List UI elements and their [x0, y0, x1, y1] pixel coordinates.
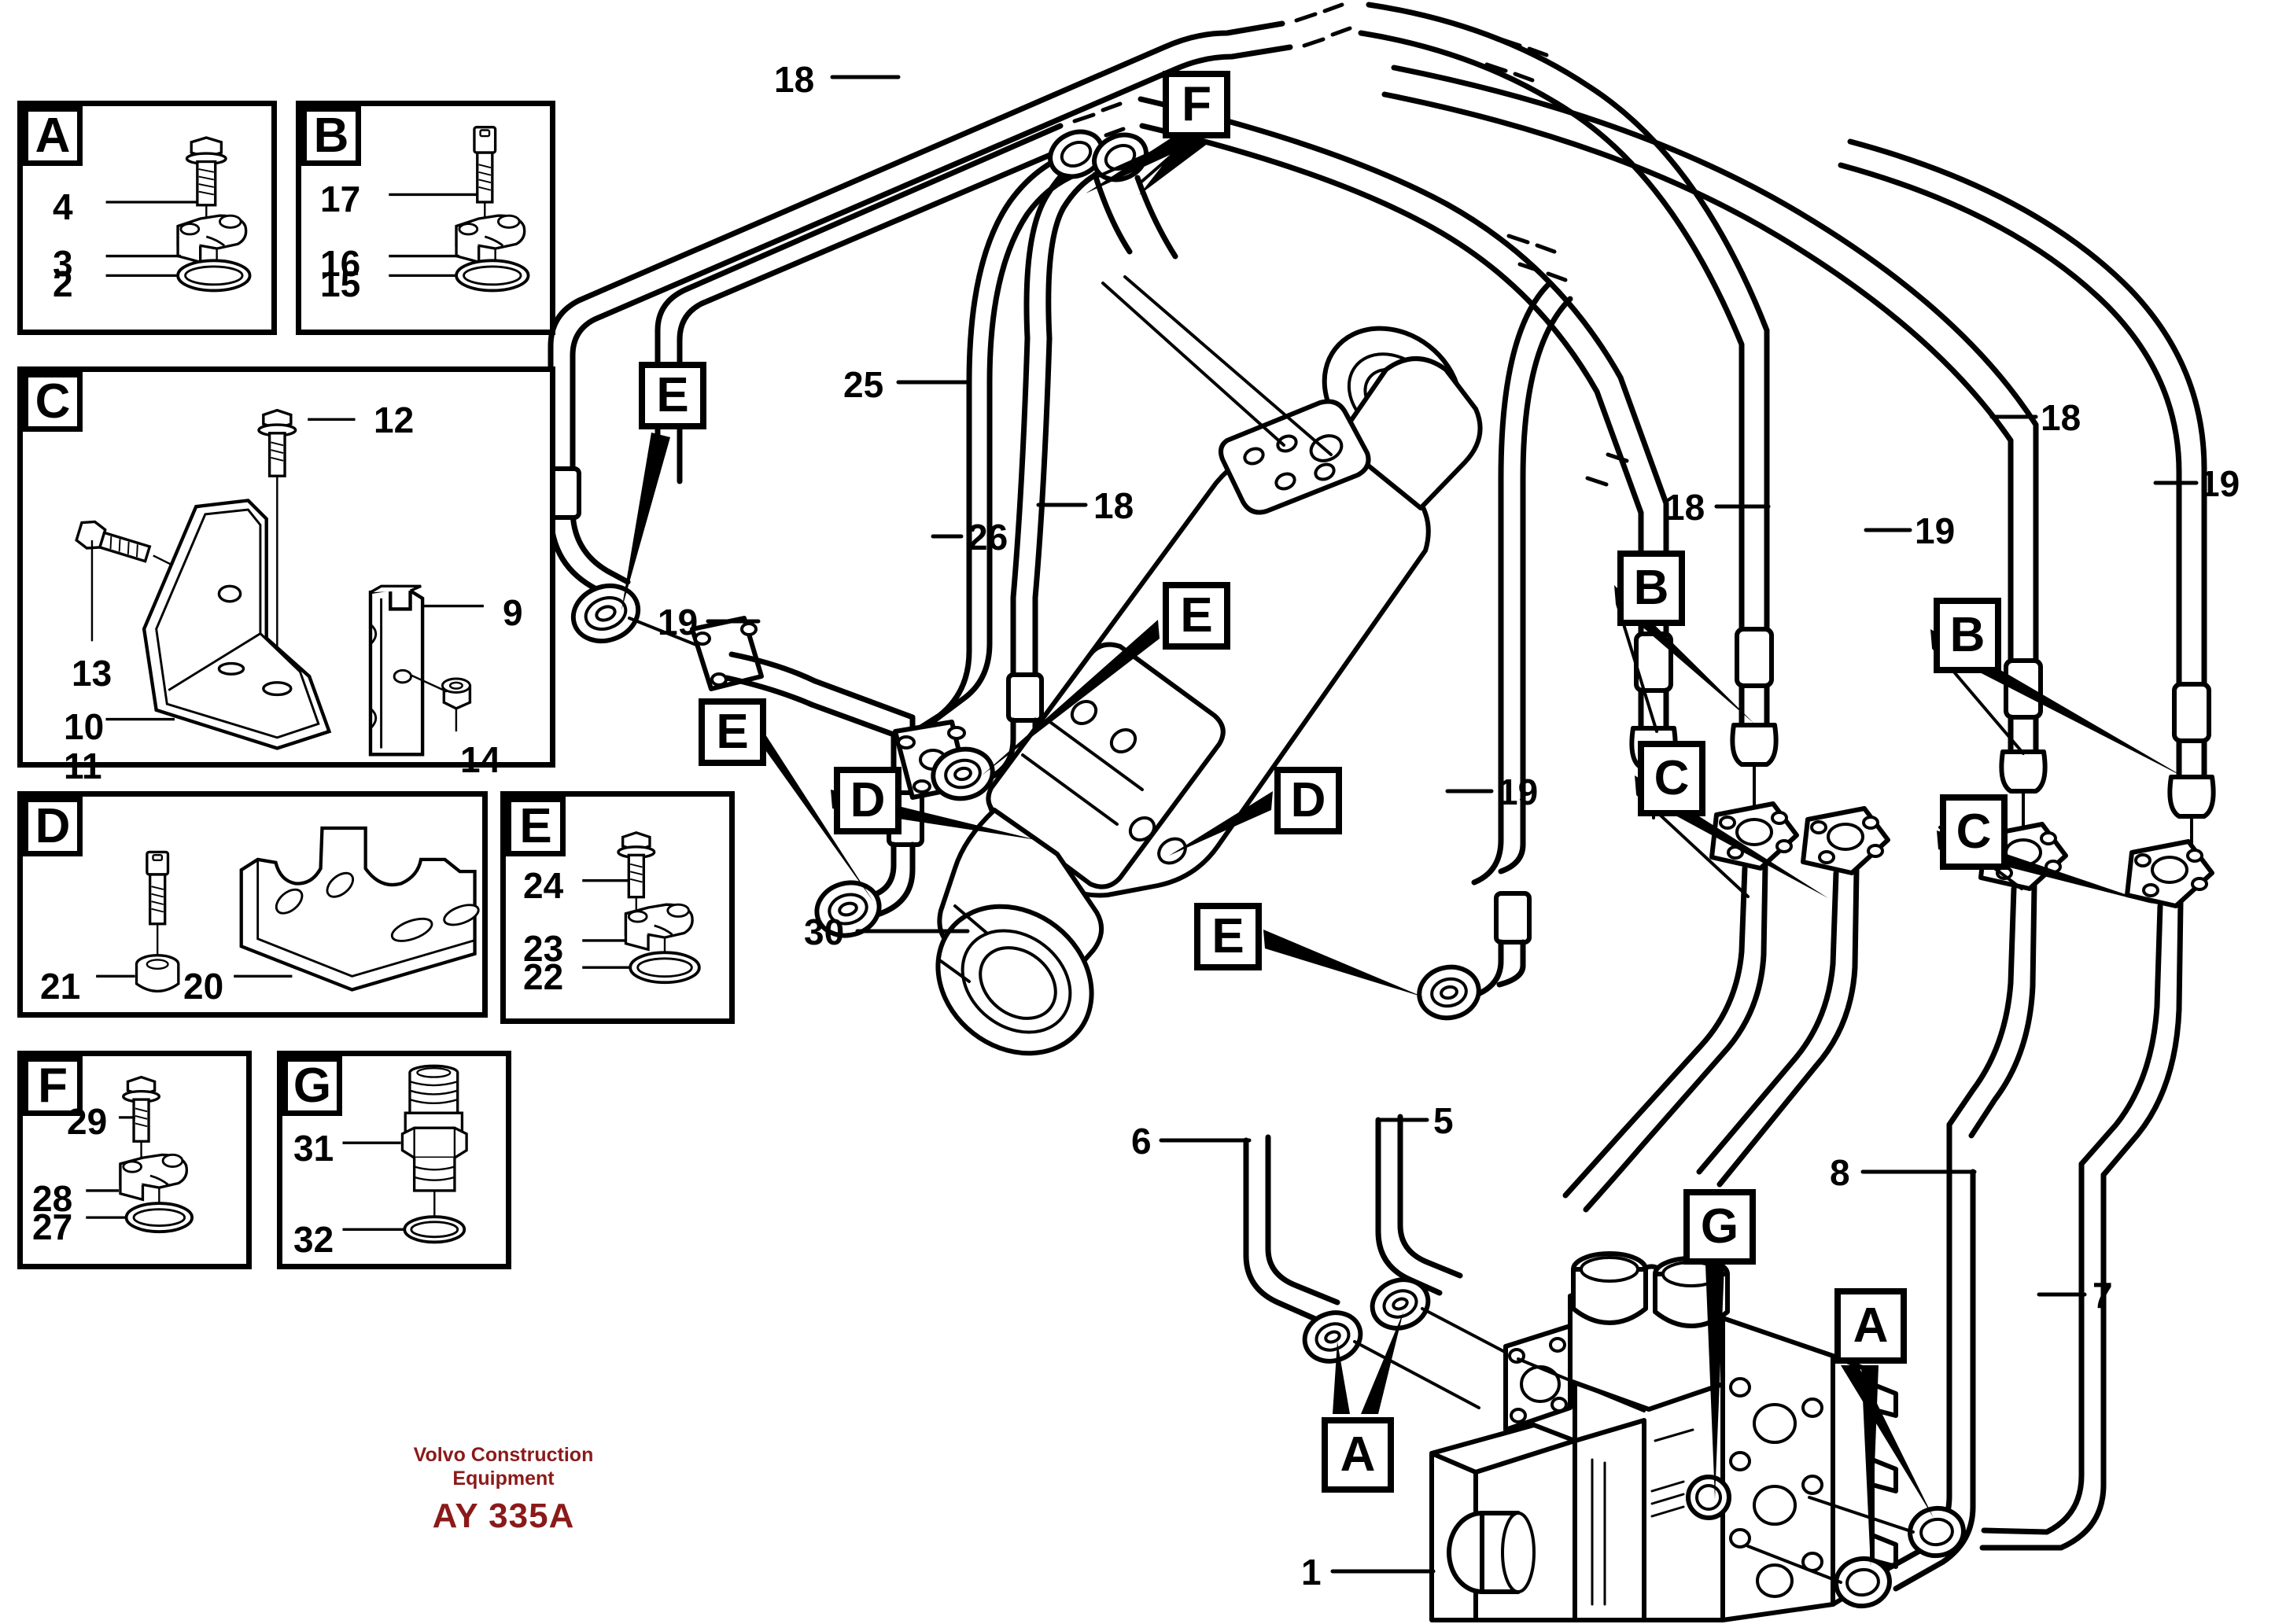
detail-d-num-20: 20	[183, 966, 224, 1007]
detail-box-f-letter: F	[23, 1056, 83, 1116]
callout-e-2[interactable]: E	[1163, 582, 1230, 650]
caption-code: AY 335A	[432, 1497, 575, 1535]
ref-num-18-right2: 18	[2041, 397, 2081, 438]
detail-b-num-15: 15	[320, 263, 361, 304]
caption-block: Volvo Construction Equipment AY 335A	[370, 1443, 637, 1537]
ref-num-19-mid: 19	[1498, 771, 1539, 812]
callout-e-1[interactable]: E	[639, 362, 706, 429]
detail-box-e-letter: E	[506, 797, 566, 856]
detail-box-c-letter: C	[23, 372, 83, 432]
detail-e-num-23: 23	[523, 928, 564, 969]
callout-e-3[interactable]: E	[699, 698, 766, 766]
detail-b-artwork	[389, 126, 530, 293]
detail-box-d: D	[17, 791, 488, 1018]
detail-c-num-10: 10	[64, 706, 105, 747]
detail-g-artwork	[342, 1064, 468, 1244]
ref-num-7: 7	[2092, 1275, 2113, 1316]
ref-num-1: 1	[1301, 1552, 1322, 1593]
detail-g-num-31: 31	[293, 1128, 334, 1169]
detail-box-g-letter: G	[282, 1056, 342, 1116]
detail-e-num-22: 22	[523, 956, 564, 997]
ref-num-18-top: 18	[774, 59, 815, 100]
ref-num-6: 6	[1131, 1121, 1152, 1162]
detail-box-b-letter: B	[301, 106, 361, 166]
detail-c-artwork	[75, 408, 484, 757]
ref-num-18-cyl: 18	[1093, 485, 1134, 526]
detail-d-num-21: 21	[40, 966, 81, 1007]
callout-f-1[interactable]: F	[1163, 71, 1230, 138]
ref-num-30: 30	[804, 911, 845, 952]
detail-a-num-4: 4	[53, 186, 73, 227]
detail-b-num-17: 17	[320, 179, 361, 219]
callout-e-4[interactable]: E	[1194, 903, 1262, 970]
ref-num-26: 26	[968, 517, 1008, 558]
detail-f-num-27: 27	[32, 1206, 73, 1247]
callout-d-2[interactable]: D	[1274, 767, 1342, 834]
detail-box-a: A	[17, 101, 277, 335]
callout-a-2[interactable]: A	[1834, 1288, 1907, 1364]
callout-g-1[interactable]: G	[1683, 1189, 1756, 1265]
detail-c-num-12: 12	[374, 400, 415, 440]
detail-a-num-2: 2	[53, 263, 73, 304]
detail-a-num-3: 3	[53, 243, 73, 284]
callout-b-1[interactable]: B	[1617, 551, 1685, 626]
detail-c-num-11: 11	[64, 746, 102, 786]
detail-box-f: F 29 28 27	[17, 1051, 252, 1269]
detail-c-num-13: 13	[72, 653, 112, 694]
detail-c-num-9: 9	[503, 592, 523, 633]
ref-num-18-right1: 18	[1665, 487, 1705, 528]
detail-c-num-14: 14	[460, 739, 501, 780]
ref-num-19-left: 19	[658, 602, 699, 643]
detail-d-artwork	[96, 826, 480, 993]
ref-num-25: 25	[843, 364, 884, 405]
detail-box-a-letter: A	[23, 106, 83, 166]
detail-f-artwork	[86, 1075, 194, 1234]
ref-num-19-right2: 19	[2199, 463, 2240, 504]
ref-num-5: 5	[1433, 1100, 1454, 1141]
callout-d-1[interactable]: D	[834, 767, 902, 834]
detail-box-d-letter: D	[23, 797, 83, 856]
detail-f-num-28: 28	[32, 1178, 73, 1219]
detail-e-artwork	[582, 830, 701, 985]
detail-box-e: E 24 23 22	[500, 791, 735, 1024]
ref-num-8: 8	[1830, 1152, 1850, 1193]
detail-box-g: G 31 32	[277, 1051, 511, 1269]
callout-c-2[interactable]: C	[1940, 794, 2008, 870]
detail-b-num-16: 16	[320, 243, 361, 284]
detail-f-num-29: 29	[67, 1101, 108, 1142]
detail-g-num-32: 32	[293, 1219, 334, 1260]
detail-a-artwork	[105, 136, 252, 293]
detail-box-b: B 17 1	[296, 101, 555, 335]
callout-c-1[interactable]: C	[1638, 741, 1705, 816]
caption-line-2: Equipment	[452, 1467, 555, 1490]
caption-line-1: Volvo Construction	[413, 1444, 594, 1466]
callout-a-1[interactable]: A	[1322, 1417, 1394, 1493]
detail-e-num-24: 24	[523, 865, 564, 906]
ref-num-19-right1: 19	[1915, 510, 1956, 551]
callout-b-2[interactable]: B	[1934, 598, 2001, 673]
detail-box-c: C	[17, 366, 555, 784]
